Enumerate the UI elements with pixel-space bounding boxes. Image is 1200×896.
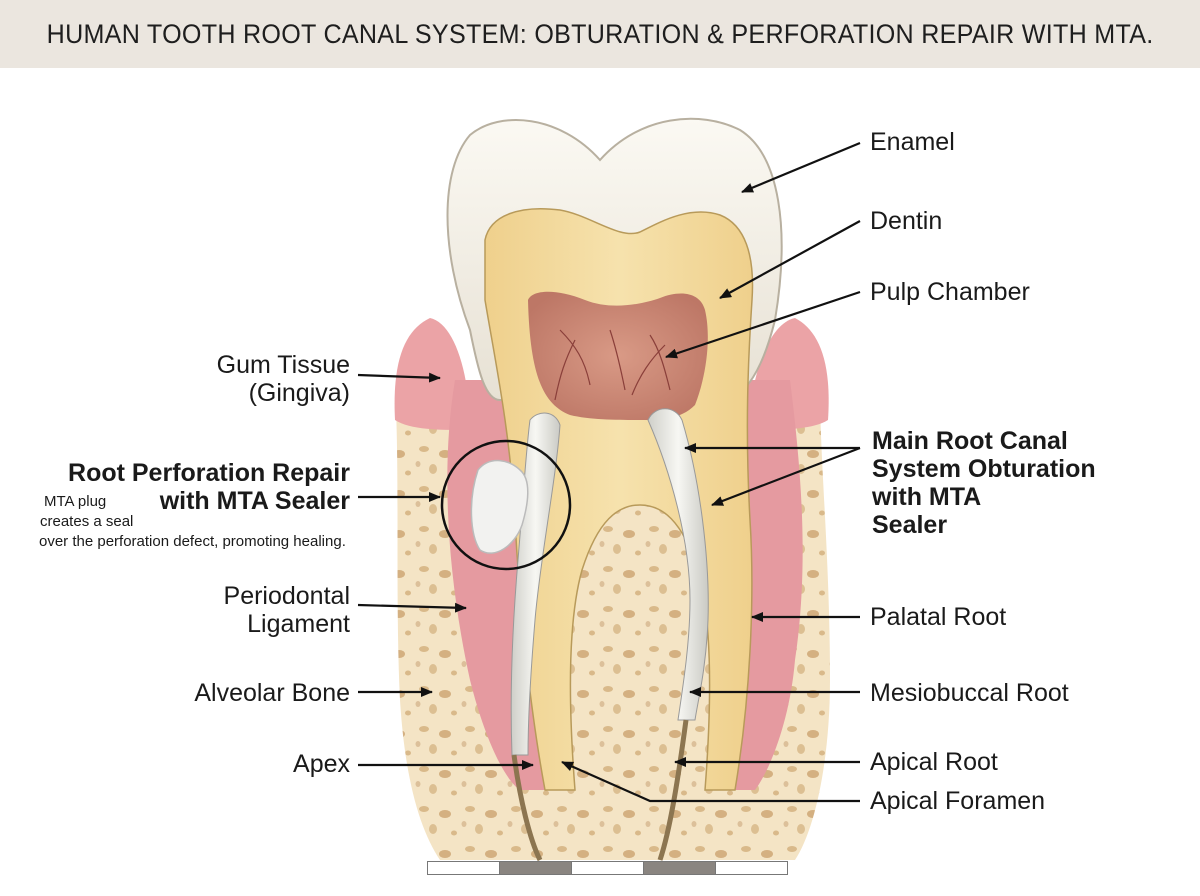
label-main-canal-line4: Sealer xyxy=(872,511,948,539)
left-apical-canal xyxy=(511,754,543,862)
label-enamel: Enamel xyxy=(870,128,955,156)
label-apical-foramen: Apical Foramen xyxy=(870,787,1046,815)
label-pdl-line2: Ligament xyxy=(247,610,350,638)
label-main-canal-line3: with MTA xyxy=(872,483,982,511)
arrow-gum-tissue xyxy=(357,372,441,383)
label-pdl-line1: Periodontal xyxy=(223,582,350,610)
label-apical-root: Apical Root xyxy=(870,748,998,776)
label-perforation-repair: Root Perforation Repair with MTA Sealer xyxy=(68,459,350,515)
label-pulp-chamber: Pulp Chamber xyxy=(870,278,1030,306)
label-perforation-repair-line2: with MTA Sealer xyxy=(159,487,350,515)
arrow-dentin xyxy=(719,220,861,299)
arrow-pdl xyxy=(357,602,467,613)
label-perforation-repair-line1: Root Perforation Repair xyxy=(68,459,350,487)
label-main-canal-line1: Main Root Canal xyxy=(872,427,1068,455)
scale-segment xyxy=(499,861,572,875)
title-bar: HUMAN TOOTH ROOT CANAL SYSTEM: OBTURATIO… xyxy=(0,0,1200,68)
label-gum-tissue: Gum Tissue (Gingiva) xyxy=(217,351,350,407)
interradicular-bone xyxy=(578,520,702,790)
label-mesiobuccal-root: Mesiobuccal Root xyxy=(870,679,1069,707)
scale-segment xyxy=(427,861,500,875)
label-main-canal-line2: System Obturation xyxy=(872,455,1096,483)
note-creates-seal: creates a seal xyxy=(40,513,134,530)
label-main-canal: Main Root Canal System Obturation with M… xyxy=(872,427,1096,539)
label-dentin: Dentin xyxy=(870,207,943,235)
label-pdl: Periodontal Ligament xyxy=(224,582,350,638)
label-gum-tissue-line1: Gum Tissue xyxy=(216,351,350,379)
page-title: HUMAN TOOTH ROOT CANAL SYSTEM: OBTURATIO… xyxy=(46,18,1154,49)
scale-segment xyxy=(643,861,716,875)
arrow-pulp-chamber xyxy=(665,290,861,359)
scale-segment xyxy=(571,861,644,875)
perforation-highlight-circle xyxy=(440,439,572,571)
note-mta-plug: MTA plug xyxy=(44,493,107,510)
note-over-perforation: over the perforation defect, promoting h… xyxy=(39,533,346,550)
arrow-enamel xyxy=(741,141,861,194)
pulp-nerves xyxy=(554,329,671,401)
arrow-apical-foramen xyxy=(561,760,860,803)
mta-plug xyxy=(470,459,529,554)
label-apex: Apex xyxy=(293,750,350,778)
label-palatal-root: Palatal Root xyxy=(870,603,1007,631)
label-gum-tissue-line2: (Gingiva) xyxy=(248,379,350,407)
arrow-main-canal-2 xyxy=(711,446,861,507)
label-alveolar-bone: Alveolar Bone xyxy=(194,679,350,707)
scale-segment xyxy=(715,861,788,875)
